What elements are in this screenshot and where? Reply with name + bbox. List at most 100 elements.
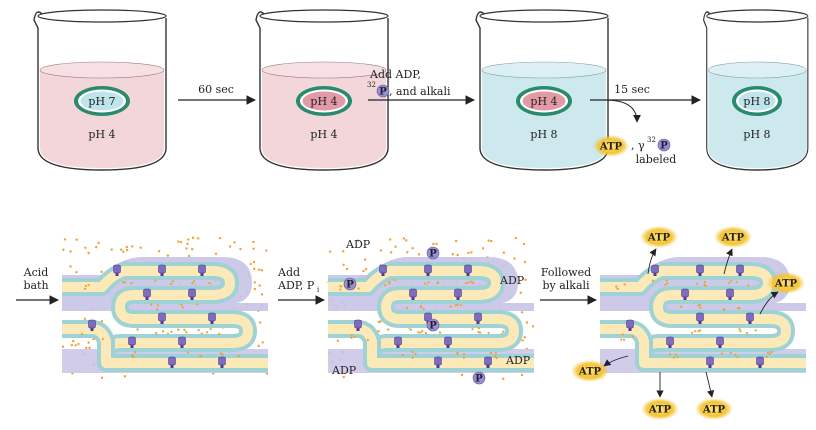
proton-dot [192,280,196,283]
proton-dot [161,330,165,333]
proton-dot [699,306,702,309]
proton-dot [494,352,497,355]
proton-dot [166,254,170,257]
proton-dot [258,321,262,324]
proton-dot [728,281,731,284]
proton-dot [522,242,526,246]
adp-label: ADP [331,364,357,377]
proton-dot [438,331,442,334]
proton-dot [364,267,368,271]
proton-dot [342,250,345,253]
proton-dot [454,304,457,307]
proton-dot [456,303,459,307]
p-badge-icon: P [426,318,440,332]
proton-dot [703,281,707,284]
proton-dot [514,236,517,240]
atp-synthase-icon [88,319,96,331]
proton-dot [69,265,72,268]
proton-dot [389,251,393,254]
atp-synthase-icon [666,336,674,348]
acid-bath-label-1: Acid [23,266,49,279]
proton-dot [735,281,738,284]
atp-synthase-icon [484,356,492,368]
proton-dot [615,285,618,288]
proton-dot [130,282,133,285]
atp-synthase-icon [188,288,196,300]
proton-dot [703,283,706,286]
membrane-panel-alkali [600,257,806,373]
proton-dot [77,342,80,346]
atp-synthase-icon [474,312,482,324]
atp-badge-icon: ATP [593,135,629,157]
proton-dot [419,331,422,334]
atp-synthase-icon [696,312,704,324]
arrow-15-sec-label: 15 sec [614,83,650,96]
proton-dot [394,245,397,248]
proton-dot [523,260,527,264]
proton-dot [523,336,526,339]
proton-dot [388,280,391,283]
atp-synthase-icon [158,264,166,276]
proton-dot [87,341,90,344]
atp-badge-icon: ATP [640,226,678,248]
proton-dot [519,291,522,294]
proton-dot [531,325,535,328]
proton-dot [405,306,409,309]
proton-dot [524,278,527,281]
atp-release-arrows [603,248,779,398]
proton-dot [766,351,769,354]
proton-dot [521,339,524,342]
svg-text:ATP: ATP [647,233,671,244]
atp-synthase-icon [379,264,387,276]
proton-dot [477,330,480,334]
arrow-add-adp-sup: 32 [367,81,376,89]
atp-synthase-icon [696,264,704,276]
proton-dot [414,352,417,355]
proton-dot [253,281,256,284]
vesicle [732,86,782,116]
proton-dot [75,270,78,274]
proton-dot [747,284,750,287]
p-badge-icon: P [472,371,486,385]
atp-badge-icon: ATP [714,226,752,248]
proton-dot [736,307,740,310]
proton-dot [257,344,260,348]
proton-dot [97,241,100,245]
proton-dot [218,236,222,240]
atp-synthase-icon [218,356,226,368]
p-badge-icon: P [426,246,440,260]
atp-synthase-icon [651,264,659,276]
proton-dot [730,279,733,282]
proton-dot [130,354,134,357]
p-badge-icon: P [657,138,671,152]
proton-dot [502,330,505,333]
proton-dot [139,246,142,249]
proton-dot [71,339,75,343]
proton-dot [350,334,353,337]
proton-dot [185,331,188,334]
proton-dot [150,303,153,306]
proton-dot [462,353,466,356]
proton-dot [754,329,757,332]
proton-dot [123,281,126,284]
proton-dot [449,305,452,308]
proton-dot [366,338,370,342]
vesicle-ph-label: pH 4 [310,95,337,108]
proton-dot [520,311,524,314]
proton-dot [417,253,421,256]
svg-text:ATP: ATP [774,279,798,290]
proton-dot [169,283,173,286]
adp-label: ADP [505,354,531,367]
proton-dot [186,242,189,246]
proton-dot [136,328,139,331]
proton-dot [432,242,435,246]
proton-dot [489,351,493,355]
proton-dot [177,240,180,243]
atp-synthase-icon [208,312,216,324]
svg-text:ATP: ATP [721,233,745,244]
proton-dot [401,353,405,357]
atp-synthase-icon [681,288,689,300]
proton-dot [631,335,634,338]
proton-dot [470,280,473,283]
proton-dot [691,331,694,335]
